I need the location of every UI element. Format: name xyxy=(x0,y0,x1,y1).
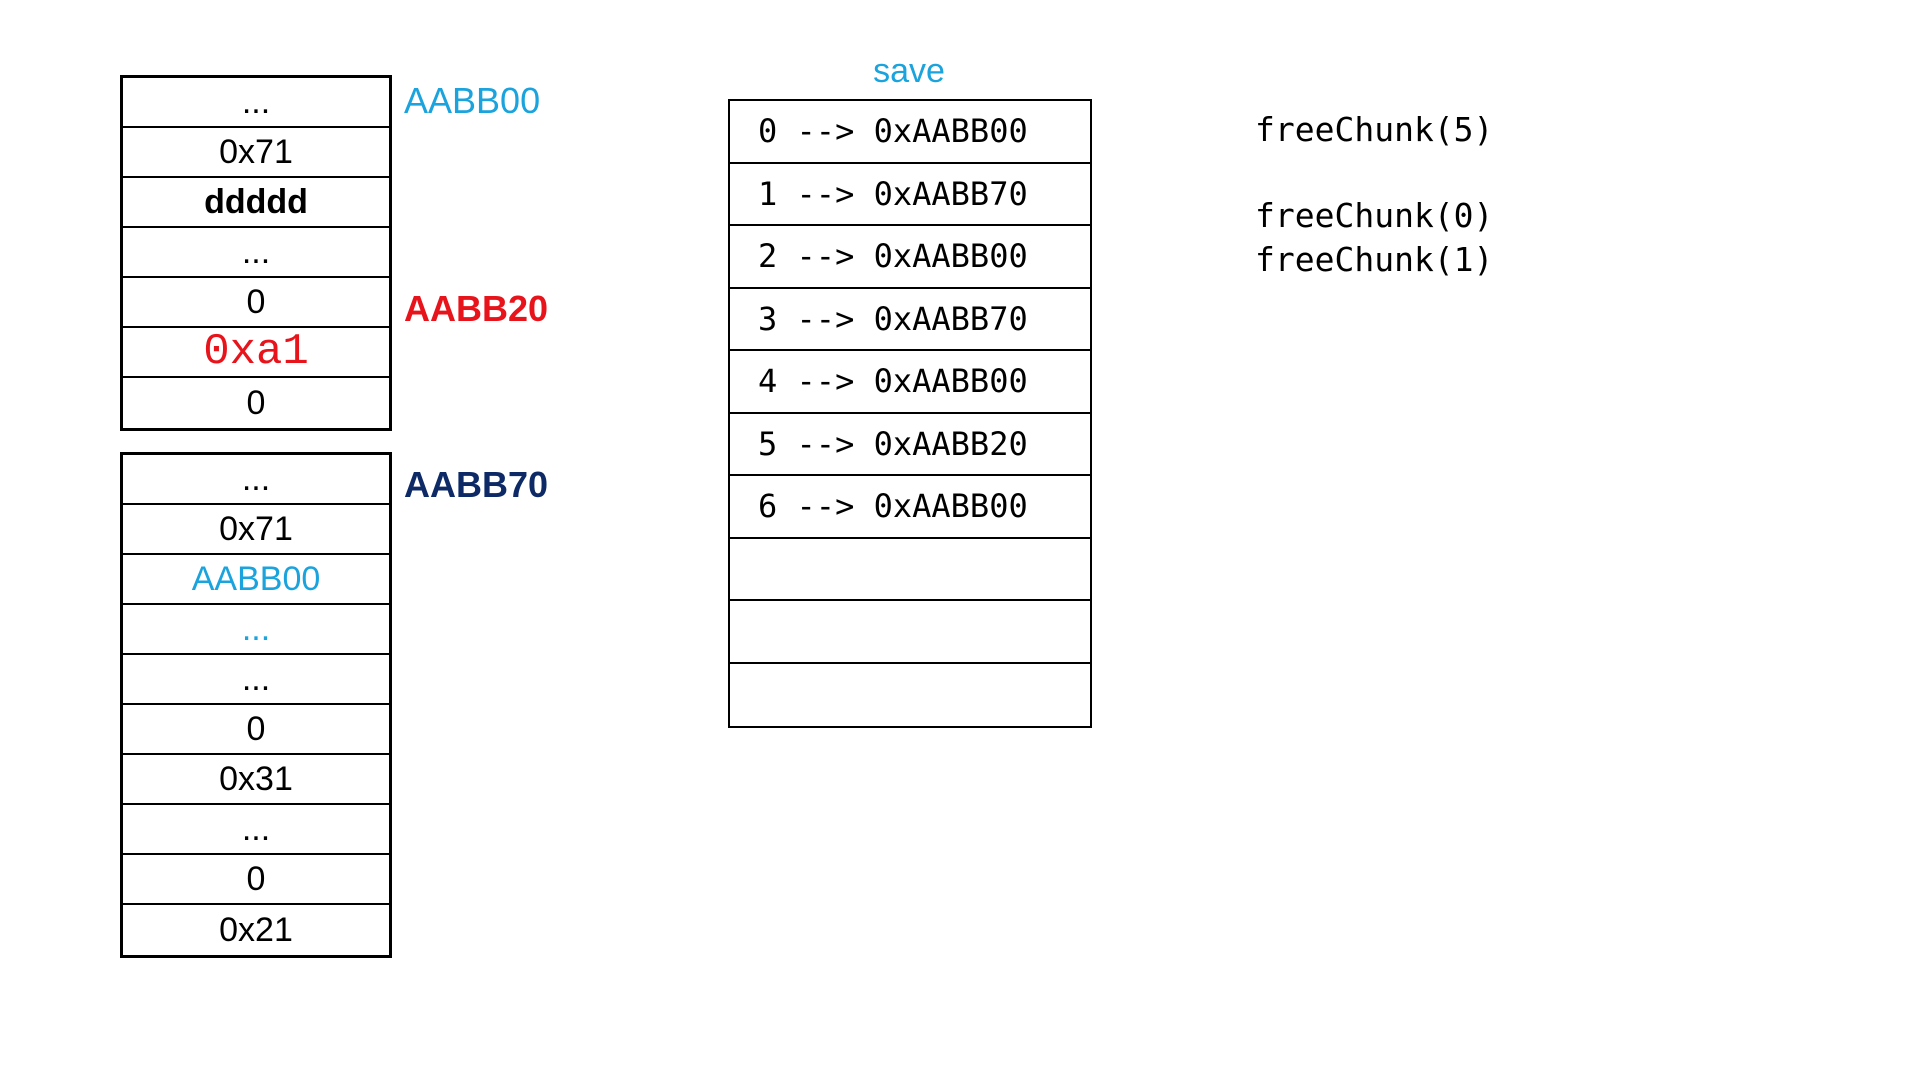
chunk1-cell-3: ... xyxy=(123,228,389,278)
chunk1-cell-4: 0 xyxy=(123,278,389,328)
chunk2-address-label: AABB70 xyxy=(404,464,549,505)
code-line-free-5: freeChunk(5) xyxy=(1255,110,1494,149)
save-row-6: 6 --> 0xAABB00 xyxy=(730,476,1090,539)
save-row-1: 1 --> 0xAABB70 xyxy=(730,164,1090,226)
chunk2-cell-2: AABB00 xyxy=(123,555,389,605)
chunk1-cell-0: ... xyxy=(123,78,389,128)
heap-chunk-2: ... 0x71 AABB00 ... ... 0 0x31 ... 0 0x2… xyxy=(120,452,392,958)
chunk1-inner-address-label: AABB20 xyxy=(404,288,549,329)
chunk1-cell-6: 0 xyxy=(246,384,266,422)
heap-chunk-1: ... 0x71 ddddd ... 0 0xa1 0 xyxy=(120,75,392,431)
save-row-9 xyxy=(730,664,1090,727)
chunk2-cell-7: ... xyxy=(123,805,389,855)
save-row-2: 2 --> 0xAABB00 xyxy=(730,226,1090,289)
chunk2-cell-0: ... xyxy=(123,455,389,505)
save-array-table: 0 --> 0xAABB00 1 --> 0xAABB70 2 --> 0xAA… xyxy=(728,99,1092,728)
chunk2-cell-9: 0x21 xyxy=(219,911,293,949)
chunk2-cell-8: 0 xyxy=(123,855,389,905)
save-row-8 xyxy=(730,601,1090,664)
save-row-7 xyxy=(730,539,1090,601)
chunk1-cell-5: 0xa1 xyxy=(123,328,389,378)
chunk2-cell-4: ... xyxy=(123,655,389,705)
save-row-3: 3 --> 0xAABB70 xyxy=(730,289,1090,351)
chunk2-cell-1: 0x71 xyxy=(123,505,389,555)
chunk1-address-label: AABB00 xyxy=(404,80,541,121)
code-line-free-0: freeChunk(0) xyxy=(1255,196,1494,235)
save-array-title: save xyxy=(873,52,945,90)
save-row-4: 4 --> 0xAABB00 xyxy=(730,351,1090,414)
chunk1-cell-1: 0x71 xyxy=(123,128,389,178)
chunk2-cell-5: 0 xyxy=(123,705,389,755)
save-row-0: 0 --> 0xAABB00 xyxy=(730,101,1090,164)
chunk1-cell-2: ddddd xyxy=(123,178,389,228)
code-line-free-1: freeChunk(1) xyxy=(1255,240,1494,279)
chunk2-cell-3: ... xyxy=(123,605,389,655)
save-row-5: 5 --> 0xAABB20 xyxy=(730,414,1090,476)
chunk2-cell-6: 0x31 xyxy=(123,755,389,805)
